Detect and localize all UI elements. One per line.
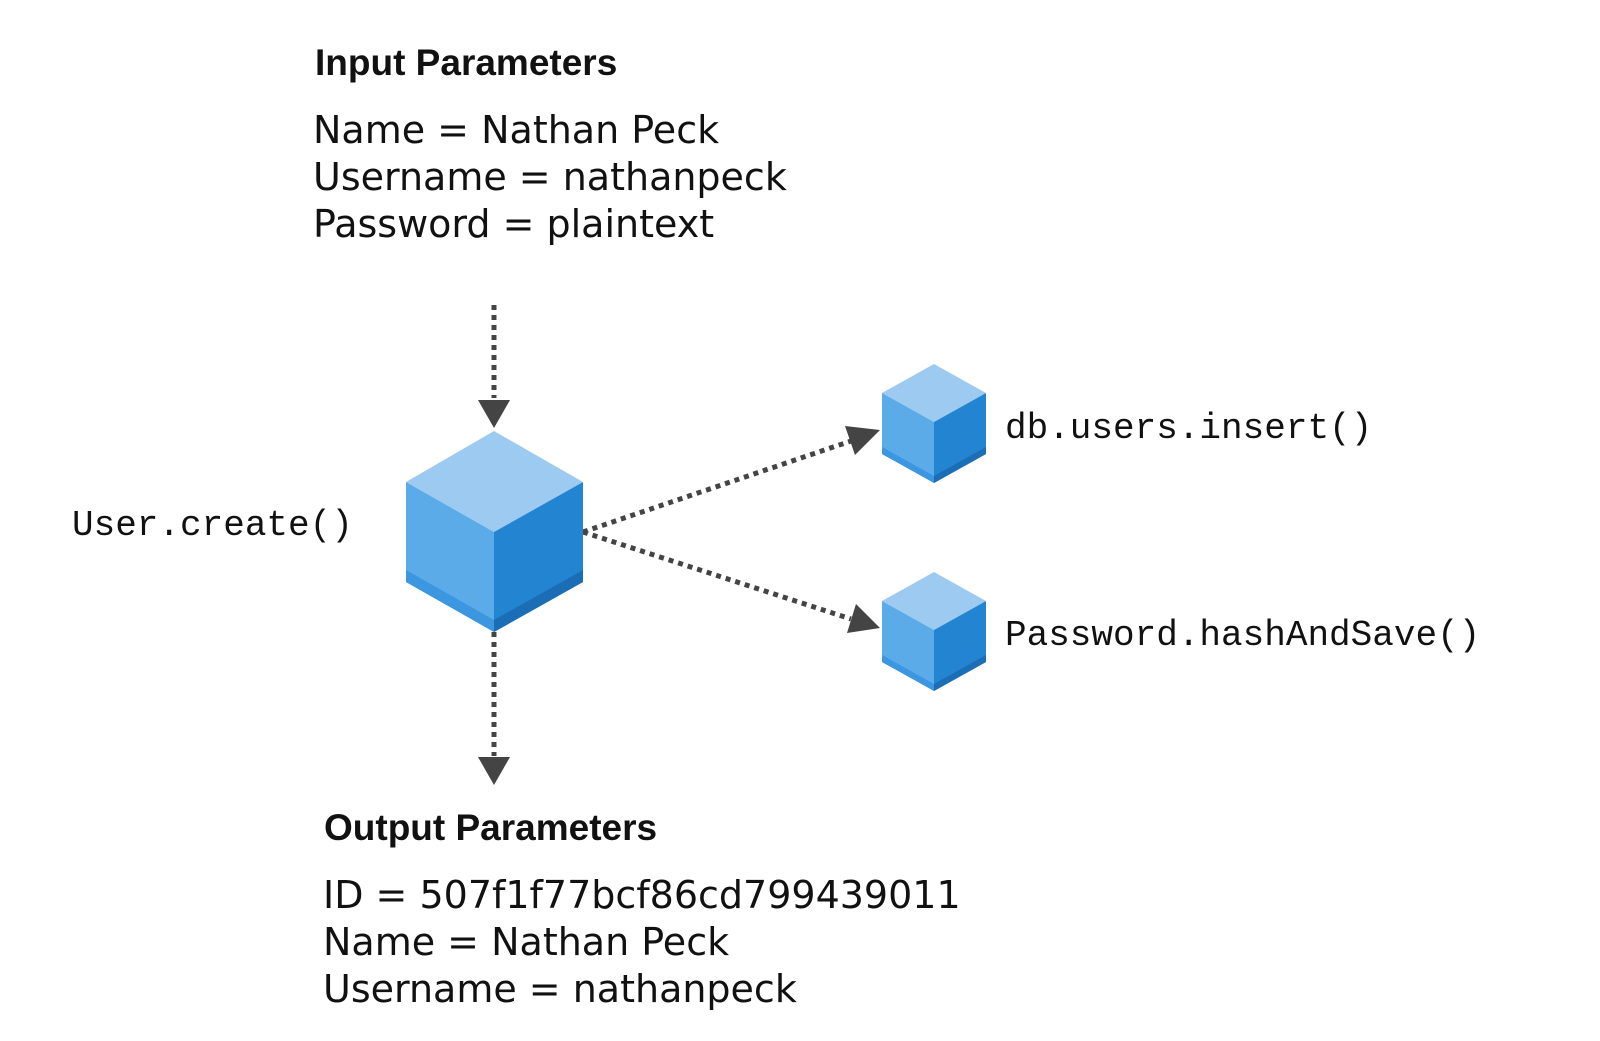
output-param-username: Username = nathanpeck	[323, 967, 797, 1011]
db-node-label: db.users.insert()	[1005, 408, 1373, 449]
input-param-username: Username = nathanpeck	[313, 155, 787, 199]
input-parameters-title: Input Parameters	[315, 42, 618, 83]
arrow-input-to-main	[478, 305, 510, 428]
cube-icon	[882, 572, 986, 691]
arrow-main-to-output	[478, 632, 510, 785]
password-node-label: Password.hashAndSave()	[1005, 615, 1481, 656]
input-param-password: Password = plaintext	[313, 202, 715, 246]
cube-icon	[882, 364, 986, 483]
arrow-main-to-password	[582, 529, 880, 633]
arrow-main-to-db	[582, 426, 880, 535]
output-parameters-title: Output Parameters	[324, 807, 658, 848]
main-node-label: User.create()	[72, 505, 353, 546]
cube-icon	[406, 431, 583, 632]
output-param-name: Name = Nathan Peck	[323, 920, 730, 964]
input-param-name: Name = Nathan Peck	[313, 108, 720, 152]
output-param-id: ID = 507f1f77bcf86cd799439011	[323, 873, 961, 917]
